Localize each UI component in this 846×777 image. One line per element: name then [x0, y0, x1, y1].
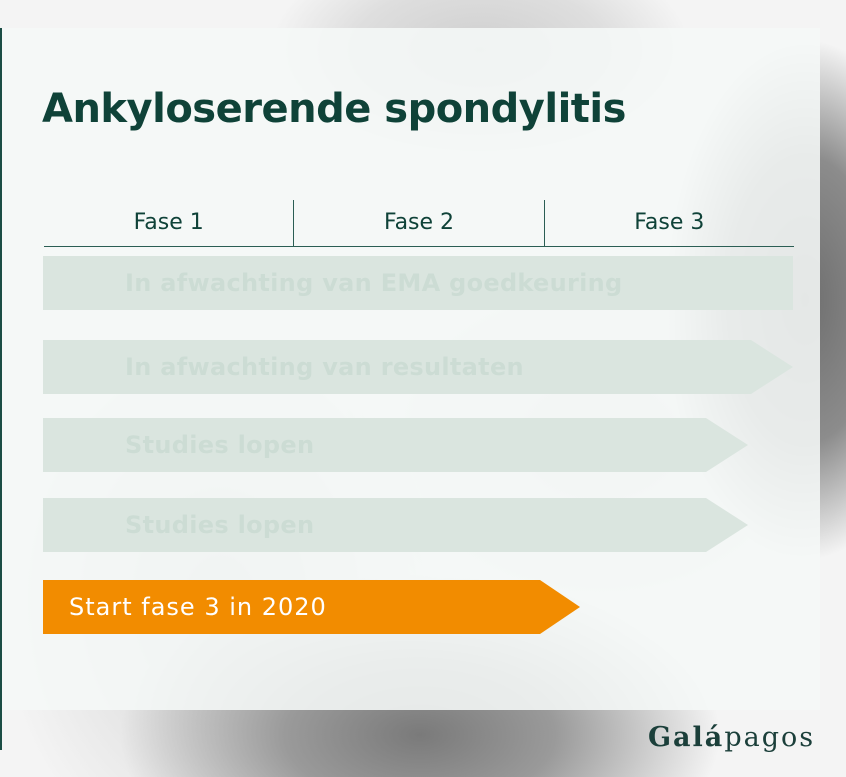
- bar-studies-running-2: Studies lopen: [43, 498, 748, 552]
- bar-start-phase-3: Start fase 3 in 2020: [43, 580, 580, 634]
- bar-label: Studies lopen: [125, 431, 315, 459]
- phase-3-label: Fase 3: [543, 200, 794, 246]
- left-accent-rule: [0, 28, 2, 750]
- bar-label: Start fase 3 in 2020: [69, 593, 327, 621]
- bar-ema-approval: In afwachting van EMA goedkeuring: [43, 256, 793, 310]
- galapagos-logo: Galápagos: [648, 722, 816, 753]
- bar-label: In afwachting van resultaten: [125, 353, 524, 381]
- bar-label: In afwachting van EMA goedkeuring: [125, 269, 623, 297]
- bar-studies-running-1: Studies lopen: [43, 418, 748, 472]
- phase-1-label: Fase 1: [133, 210, 204, 235]
- phase-2-label: Fase 2: [293, 200, 543, 246]
- page-title: Ankyloserende spondylitis: [42, 86, 626, 132]
- bar-label: Studies lopen: [125, 511, 315, 539]
- bar-awaiting-results: In afwachting van resultaten: [43, 340, 793, 394]
- phase-header: Fase 1 Fase 2 Fase 3: [44, 200, 794, 247]
